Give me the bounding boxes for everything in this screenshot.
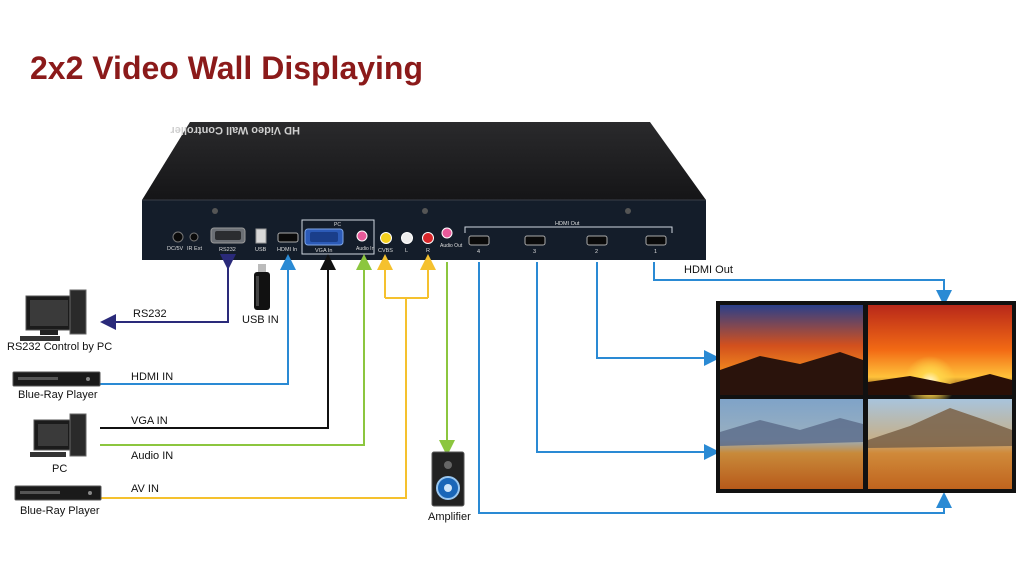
hdmi-out-link-label: HDMI Out [684, 264, 733, 276]
hdmi-out-4-line [478, 262, 952, 514]
wall-panel-3 [720, 399, 863, 489]
bluray1-label: Blue-Ray Player [18, 389, 98, 401]
hdmi-out-1-label: 1 [654, 249, 657, 255]
av-in-line [100, 298, 407, 499]
usb-in-label: USB IN [242, 314, 279, 326]
vga-in-link-label: VGA IN [131, 415, 168, 427]
vga-in-port-label: VGA In [315, 248, 332, 254]
hdmi-out-2-port [586, 235, 608, 246]
bluray-player-icon [12, 371, 101, 387]
wall-panel-4 [868, 399, 1012, 489]
pc-group-label: PC [334, 222, 341, 228]
audio-in-line [100, 254, 372, 446]
hdmi-in-line [100, 254, 296, 385]
hdmi-in-port-label: HDMI In [277, 247, 297, 253]
av-in-link-label: AV IN [131, 483, 159, 495]
audio-out-port-label: Audio Out [440, 243, 463, 249]
hdmi-out-3-label: 3 [533, 249, 536, 255]
vga-in-line [100, 254, 336, 429]
video-wall-controller: HD Video Wall Controller DC/5V IR Ext RS… [142, 122, 706, 260]
bluray-player-icon-2 [14, 485, 102, 501]
controller-name-label: HD Video Wall Controller [170, 124, 300, 136]
r-label: R [426, 248, 430, 254]
rs232-link-label: RS232 [133, 308, 167, 320]
hdmi-out-1-line [653, 262, 952, 306]
audio-in-port [356, 230, 368, 242]
rs232-port [210, 227, 246, 244]
hdmi-out-2-label: 2 [595, 249, 598, 255]
hdmi-out-3-line [536, 262, 720, 460]
usb-port-label: USB [255, 247, 267, 253]
cvbs-port [380, 232, 392, 244]
hdmi-out-2-line [596, 262, 720, 366]
video-wall [716, 301, 1016, 493]
cvbs-label: CVBS [378, 248, 393, 254]
bluray2-label: Blue-Ray Player [20, 505, 100, 517]
audio-out-port [441, 227, 453, 239]
wall-panel-1 [720, 305, 863, 395]
usb-stick-icon [254, 264, 270, 310]
hdmi-out-group-label: HDMI Out [555, 221, 580, 227]
usb-port [255, 228, 267, 244]
page-title: 2x2 Video Wall Displaying [30, 50, 424, 86]
rs232-line [100, 254, 236, 330]
vga-in-port [304, 228, 344, 246]
hdmi-out-1-port [645, 235, 667, 246]
ir-label: IR Ext [187, 246, 202, 252]
dc-port [172, 231, 184, 243]
hdmi-in-port [277, 232, 299, 243]
dc-label: DC/5V [167, 246, 184, 252]
ir-port [189, 232, 199, 242]
hdmi-in-link-label: HDMI IN [131, 371, 173, 383]
pc-icon [30, 413, 87, 457]
rs232-port-label: RS232 [219, 247, 236, 253]
amplifier-icon [431, 451, 465, 507]
audio-l-port [401, 232, 413, 244]
amplifier-label: Amplifier [428, 511, 471, 523]
l-label: L [405, 248, 408, 254]
pc-label: PC [52, 463, 67, 475]
audio-in-link-label: Audio IN [131, 450, 173, 462]
wall-panel-2 [868, 305, 1012, 408]
audio-r-port [422, 232, 434, 244]
pc-computer-icon [20, 289, 87, 341]
hdmi-out-4-port [468, 235, 490, 246]
hdmi-out-4-label: 4 [477, 249, 480, 255]
pc-rs232-label: RS232 Control by PC [7, 341, 112, 353]
hdmi-out-3-port [524, 235, 546, 246]
audio-in-port-label: Audio In [356, 246, 375, 252]
